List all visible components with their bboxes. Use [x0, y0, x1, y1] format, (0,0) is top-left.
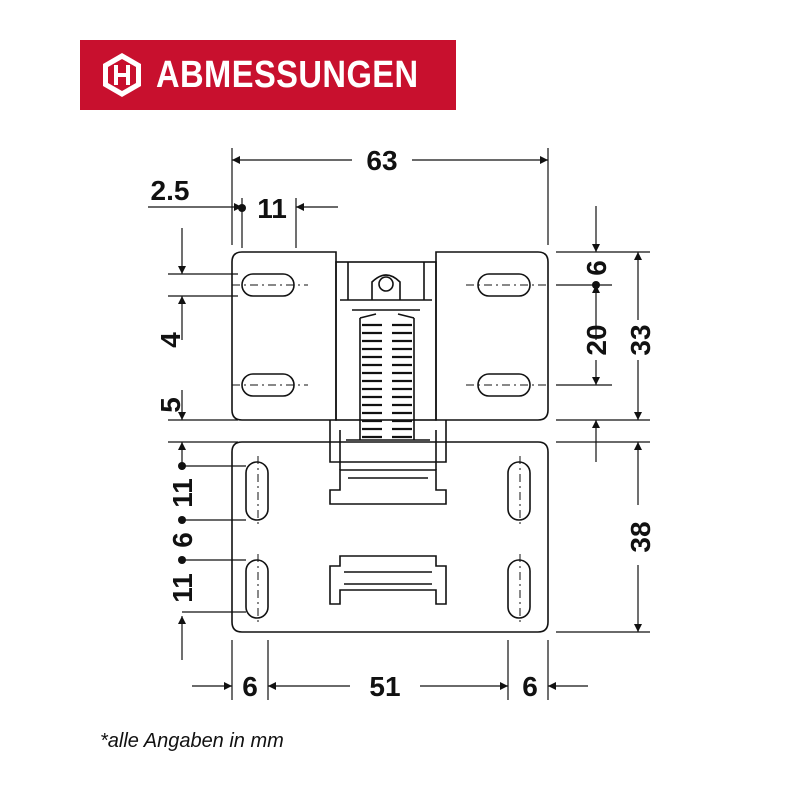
dim-bottom-leaf-height: 38 — [625, 521, 656, 552]
dim-bottom-hole-spacing-a: 11 — [167, 478, 198, 508]
bottom-leaf — [231, 441, 549, 633]
header-title: ABMESSUNGEN — [156, 54, 419, 96]
dim-slot-height: 4 — [155, 332, 186, 348]
hafele-hexagon-h-icon — [103, 53, 141, 97]
spring-right — [392, 323, 412, 439]
dim-top-slot-spacing: 20 — [581, 324, 612, 355]
dim-top-slot-offset: 6 — [581, 260, 612, 276]
dim-edge-offset: 2.5 — [151, 175, 190, 206]
units-footnote: *alle Angaben in mm — [100, 730, 284, 752]
dim-bottom-left-offset: 6 — [242, 671, 258, 702]
dim-top-leaf-height: 33 — [625, 324, 656, 355]
mechanism-housing — [335, 261, 437, 421]
dim-bottom-right-offset: 6 — [522, 671, 538, 702]
dim-bottom-hole-width: 6 — [167, 532, 198, 548]
dim-total-width: 63 — [366, 145, 397, 176]
dim-hole-spacing-top: 11 — [257, 193, 287, 224]
dim-bottom-hole-spacing-b: 11 — [167, 573, 198, 603]
bottom-bracket-lower — [329, 555, 447, 605]
top-right-leaf — [435, 251, 549, 421]
top-left-leaf — [231, 251, 337, 421]
bottom-bracket-upper — [329, 469, 447, 505]
dim-bottom-hole-distance: 51 — [369, 671, 400, 702]
spring-left — [362, 323, 382, 439]
header-banner: ABMESSUNGEN — [80, 40, 456, 110]
dim-leaf-gap: 5 — [155, 397, 186, 413]
